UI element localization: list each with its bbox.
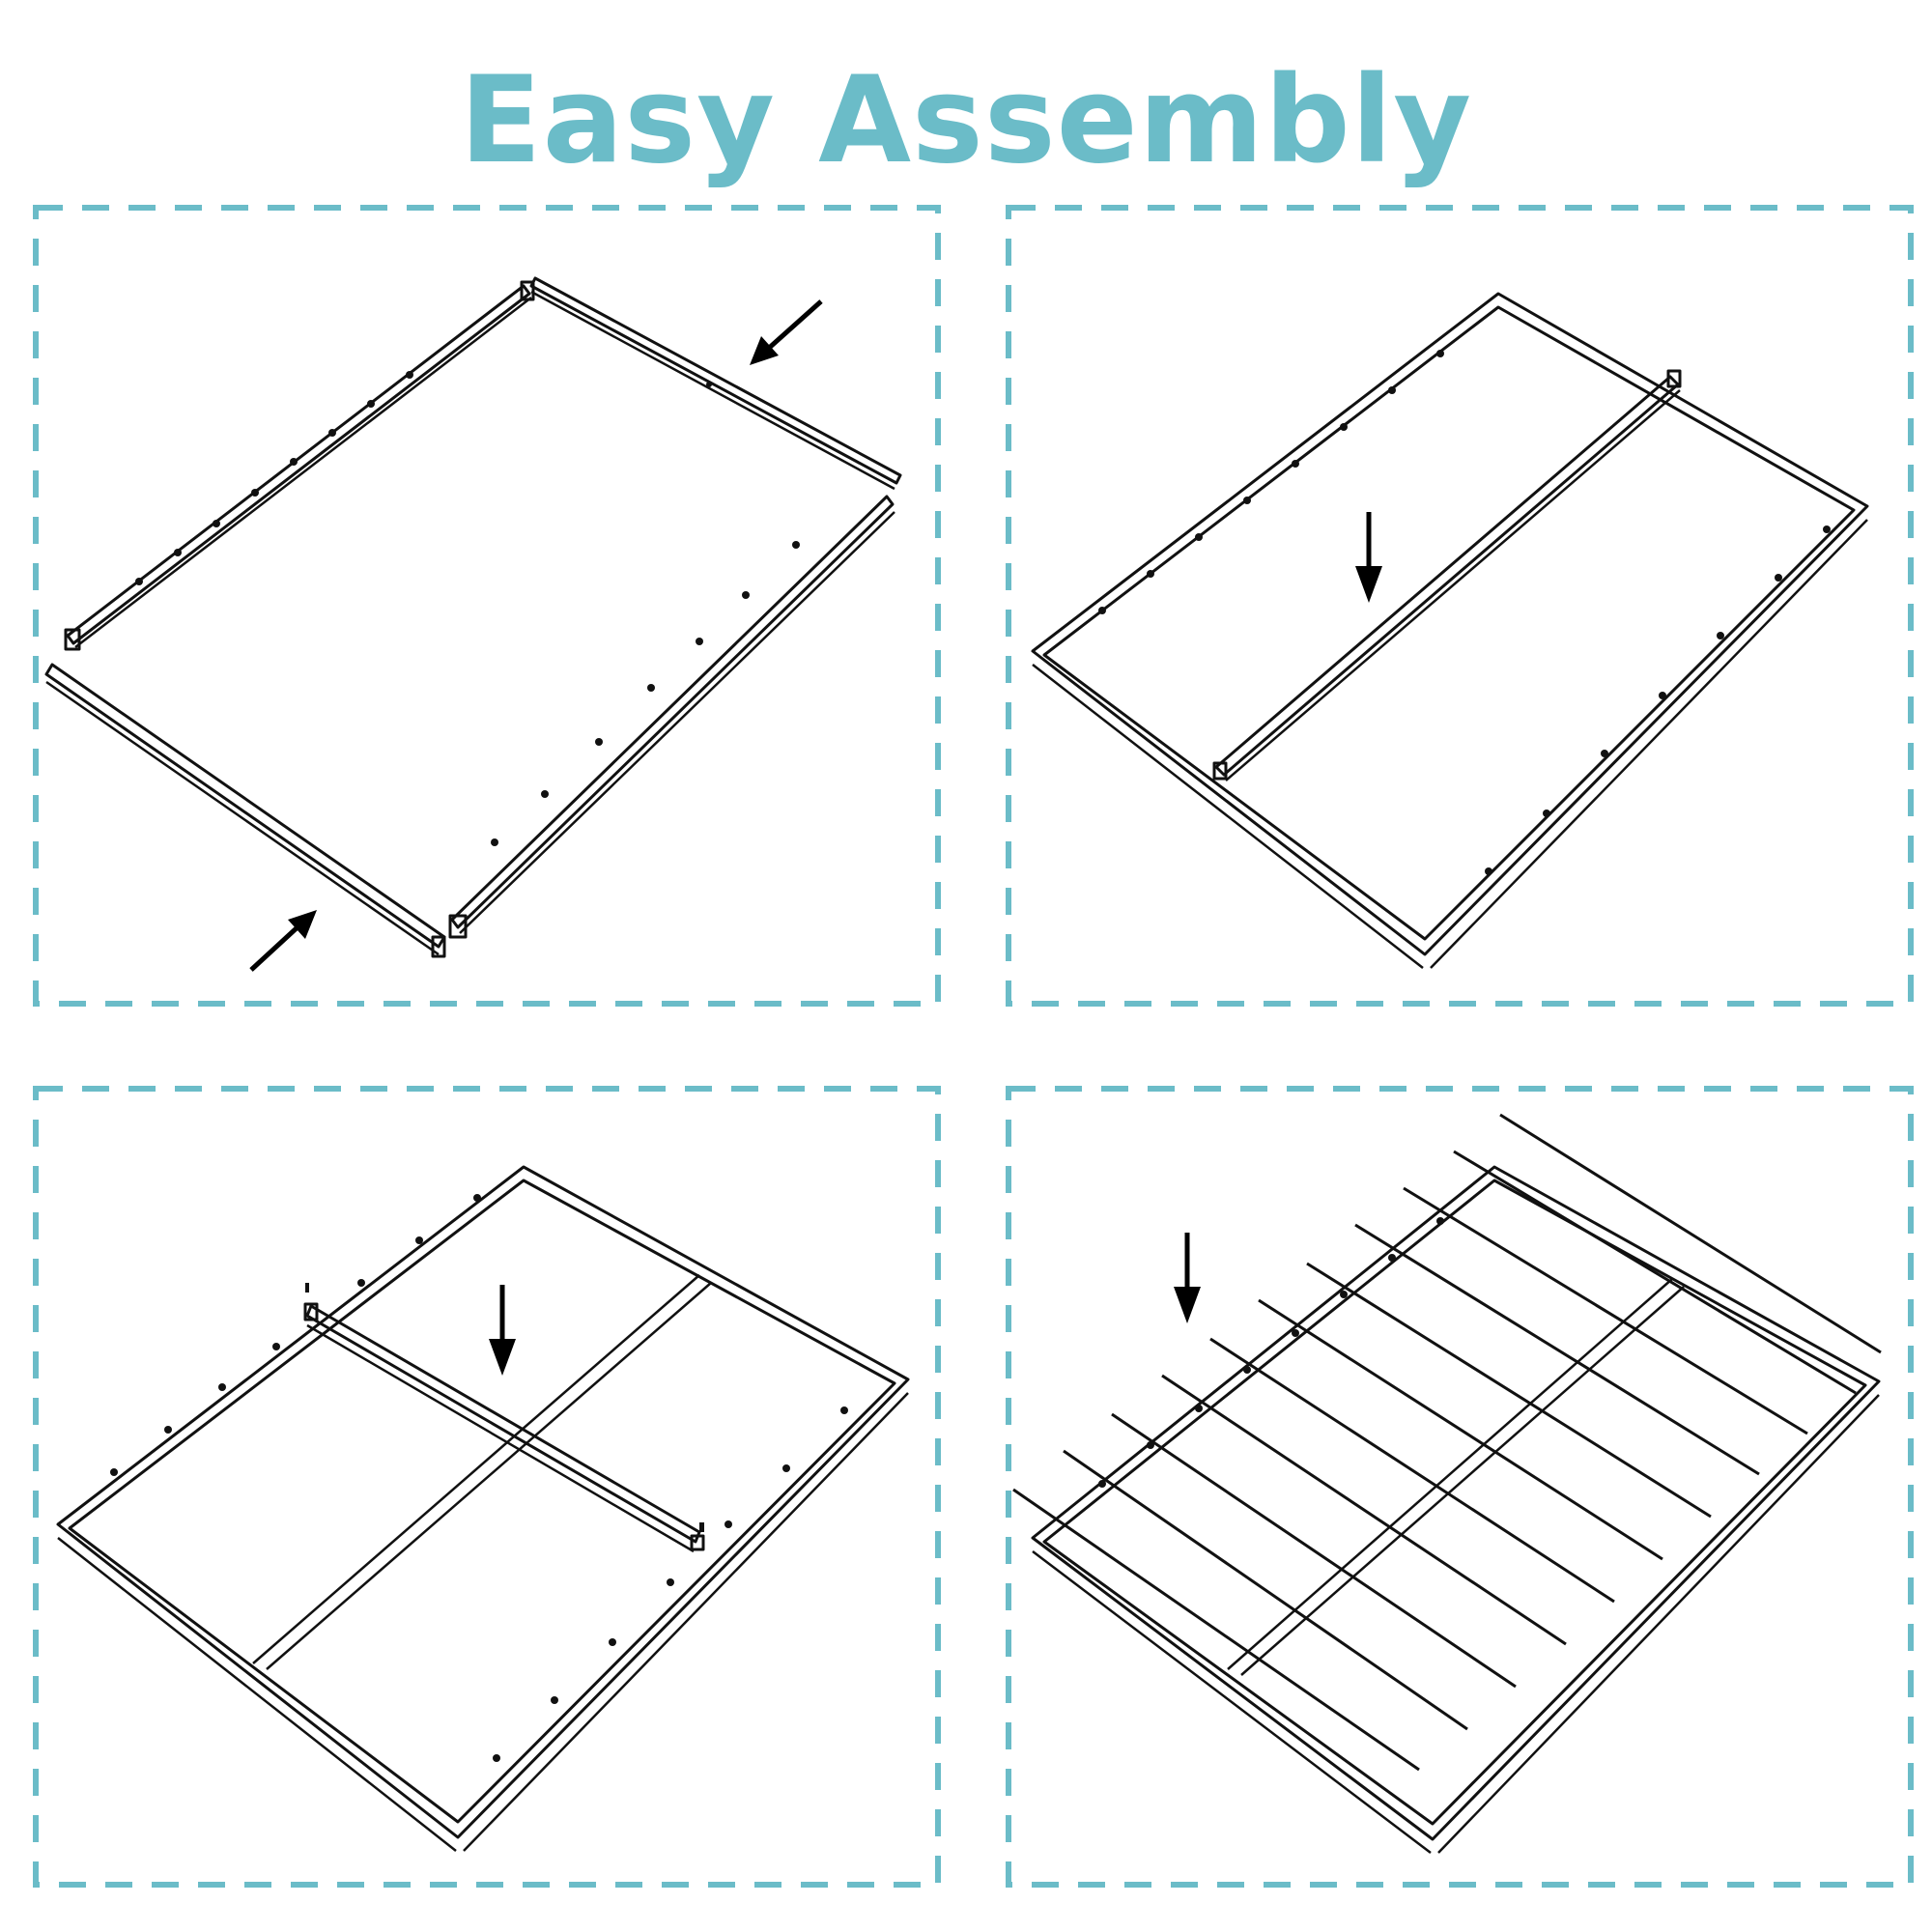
side-rail-right <box>448 495 895 939</box>
step-2-diagram <box>1006 205 1914 1007</box>
assembly-step-2-panel <box>1006 205 1914 1007</box>
bolt-holes <box>135 371 800 846</box>
bolt-holes <box>1098 1217 1444 1488</box>
arrow-icon <box>1174 1233 1201 1323</box>
assembly-step-1-panel <box>33 205 941 1007</box>
bolt-holes <box>110 1194 848 1762</box>
slats <box>1012 1113 1882 1772</box>
assembly-step-3-panel <box>33 1086 941 1888</box>
cross-support-rail <box>303 1302 705 1553</box>
bed-frame-outline <box>56 1165 910 1852</box>
assembly-step-4-panel <box>1006 1086 1914 1888</box>
panel-border <box>1006 205 1914 1007</box>
panel-border <box>33 1086 941 1888</box>
panel-border <box>1006 1086 1914 1888</box>
bed-frame-outline <box>1031 292 1869 969</box>
center-support-rail <box>1212 369 1682 781</box>
arrow-icon <box>249 910 317 972</box>
step-3-diagram <box>33 1086 941 1888</box>
arrow-icon <box>750 299 823 365</box>
center-support-rail <box>1227 1278 1685 1676</box>
bed-frame-outline <box>1031 1165 1881 1854</box>
step-1-diagram <box>33 205 941 1007</box>
page-title: Easy Assembly <box>459 51 1473 190</box>
step-4-diagram <box>1006 1086 1914 1888</box>
panel-border <box>33 205 941 1007</box>
end-rail-bottom <box>44 663 446 958</box>
center-support-rail <box>252 1274 712 1670</box>
end-rail-top <box>529 276 902 491</box>
bolt-holes <box>1098 350 1831 875</box>
side-rail-left <box>64 280 535 651</box>
arrow-icon <box>489 1285 516 1376</box>
arrow-icon <box>1355 512 1382 603</box>
